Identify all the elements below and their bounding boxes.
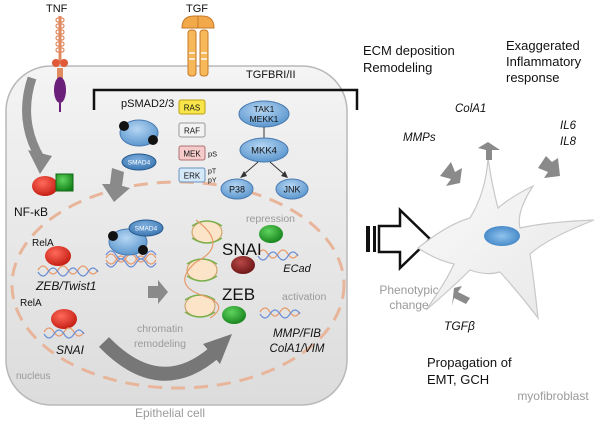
zeb-twist-gene-label: ZEB/Twist1 <box>35 279 96 293</box>
mek-label: MEK <box>183 150 201 159</box>
kinase-cascade: RAS RAF MEK pS ERK pT pY <box>178 99 217 185</box>
cola1-vim-label: ColA1/VIM <box>270 343 325 355</box>
mkk4-protein <box>239 137 289 163</box>
tgfb-arrow <box>452 286 470 306</box>
tgfbr-bracket <box>92 88 359 110</box>
inflammatory-label: Inflammatory <box>506 54 582 69</box>
pt-label: pT <box>208 169 217 176</box>
p38-label: P38 <box>229 185 245 195</box>
emt-gch-label: EMT, GCH <box>427 372 489 387</box>
activation-label: activation <box>282 291 327 303</box>
p38-protein <box>220 178 254 200</box>
nfkb-relA-protein <box>32 176 58 196</box>
nucleus-label: nucleus <box>16 371 50 382</box>
snai-protein <box>231 256 255 274</box>
myofibroblast-nucleus <box>484 226 520 246</box>
nucleosomes <box>184 219 223 319</box>
chromatin-remodeling-arrow <box>98 337 220 381</box>
myofibroblast-label: myofibroblast <box>517 389 589 403</box>
zeb-twist-dna <box>37 265 99 277</box>
cola1-arrow <box>478 142 500 160</box>
rela1-label: RelA <box>32 238 54 249</box>
ras-label: RAS <box>184 104 200 113</box>
mmps-arrow <box>440 162 462 186</box>
raf-label: RAF <box>184 127 200 136</box>
nfkb-p50-protein <box>55 173 74 192</box>
mmps-output-label: MMPs <box>403 132 436 144</box>
py-label: pY <box>208 178 217 185</box>
phenotypic-change-arrow <box>366 207 432 271</box>
mkk4-label: MKK4 <box>251 146 277 157</box>
rela2-label: RelA <box>20 298 42 309</box>
il-arrow <box>538 156 560 178</box>
ecm-label: ECM deposition <box>363 43 455 58</box>
nuclear-smad4-label: SMAD4 <box>135 226 158 233</box>
mekk1-label: MEKK1 <box>250 114 279 124</box>
snai-dna <box>43 327 85 339</box>
propagation-label: Propagation of <box>427 355 512 370</box>
jnk-label: JNK <box>283 185 300 195</box>
remodeling-outcome-label: Remodeling <box>363 60 432 75</box>
phenotypic-label: Phenotypic <box>379 283 438 297</box>
smad4-label: SMAD4 <box>128 160 151 167</box>
exaggerated-label: Exaggerated <box>506 38 580 53</box>
tnf-label: TNF <box>46 3 68 15</box>
ps-label: pS <box>208 150 217 159</box>
tnf-arrow <box>22 76 44 161</box>
tak1-label: TAK1 <box>254 104 275 114</box>
activation-dna <box>259 307 301 319</box>
nfkb-label: NF-κB <box>14 205 48 219</box>
zeb-protein <box>222 306 246 324</box>
tgf-label: TGF <box>186 3 208 15</box>
erk-label: ERK <box>184 172 201 181</box>
snai-protein-label: SNAI <box>222 240 262 259</box>
jnk-protein <box>275 178 309 200</box>
epithelial-cell-label: Epithelial cell <box>135 406 205 420</box>
psmad-label: pSMAD2/3 <box>121 98 174 110</box>
il6-output-label: IL6 <box>560 120 577 132</box>
nuclear-arrow <box>148 280 168 304</box>
repression-label: repression <box>246 213 295 225</box>
rela1-protein <box>45 246 71 266</box>
change-label: change <box>389 298 429 312</box>
tgfbr-label: TGFBRI/II <box>246 69 296 81</box>
il8-output-label: IL8 <box>560 136 577 148</box>
repression-protein <box>259 225 283 243</box>
nucleus-membrane <box>10 180 346 390</box>
smad4-cytoplasm <box>121 153 157 171</box>
tnf-receptor <box>52 16 68 112</box>
smad-arrow <box>102 168 130 202</box>
remodeling-label: remodeling <box>134 338 186 350</box>
mmp-fib-label: MMP/FIB <box>273 328 321 340</box>
tgfb-output-label: TGFβ <box>444 319 475 333</box>
psmad-complex <box>119 119 159 147</box>
zeb-protein-label: ZEB <box>222 285 255 304</box>
nuclear-smad-complex <box>105 219 164 268</box>
ecad-dna <box>257 249 299 261</box>
snai-gene-label: SNAI <box>56 343 85 357</box>
response-label: response <box>506 70 559 85</box>
chromatin-label: chromatin <box>137 323 183 335</box>
cola1-output-label: ColA1 <box>455 103 486 115</box>
tgf-receptor <box>181 15 215 77</box>
rela2-protein <box>51 309 77 329</box>
ecad-gene-label: ECad <box>283 263 311 275</box>
